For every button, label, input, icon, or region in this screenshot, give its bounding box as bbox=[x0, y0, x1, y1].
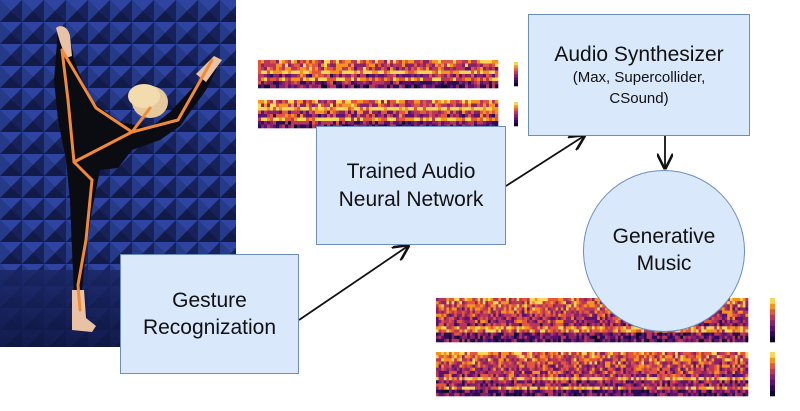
synth-node-sub-line2: CSound) bbox=[609, 89, 669, 107]
generative-music-node: Generative Music bbox=[583, 170, 745, 332]
synth-node-title: Audio Synthesizer bbox=[554, 43, 724, 67]
gesture-node-line1: Gesture bbox=[172, 288, 247, 312]
gesture-node-line2: Recognization bbox=[142, 316, 277, 339]
arrow-gesture-to-network bbox=[298, 246, 408, 321]
audio-synthesizer-node: Audio Synthesizer (Max, Supercollider, C… bbox=[528, 14, 750, 136]
network-node-line2: Neural Network bbox=[338, 187, 484, 211]
music-node-line2: Music bbox=[636, 252, 692, 276]
network-node-line1: Trained Audio bbox=[346, 160, 476, 184]
music-node-line1: Generative bbox=[612, 225, 716, 248]
trained-audio-network-node: Trained Audio Neural Network bbox=[316, 126, 506, 245]
large-spectrogram-pair bbox=[414, 292, 800, 411]
small-spectrogram-pair bbox=[244, 56, 524, 132]
arrow-network-to-synth bbox=[505, 136, 584, 187]
gesture-recognization-node: Gesture Recognization bbox=[120, 254, 299, 374]
synth-node-sub-line1: (Max, Supercollider, bbox=[572, 69, 706, 87]
